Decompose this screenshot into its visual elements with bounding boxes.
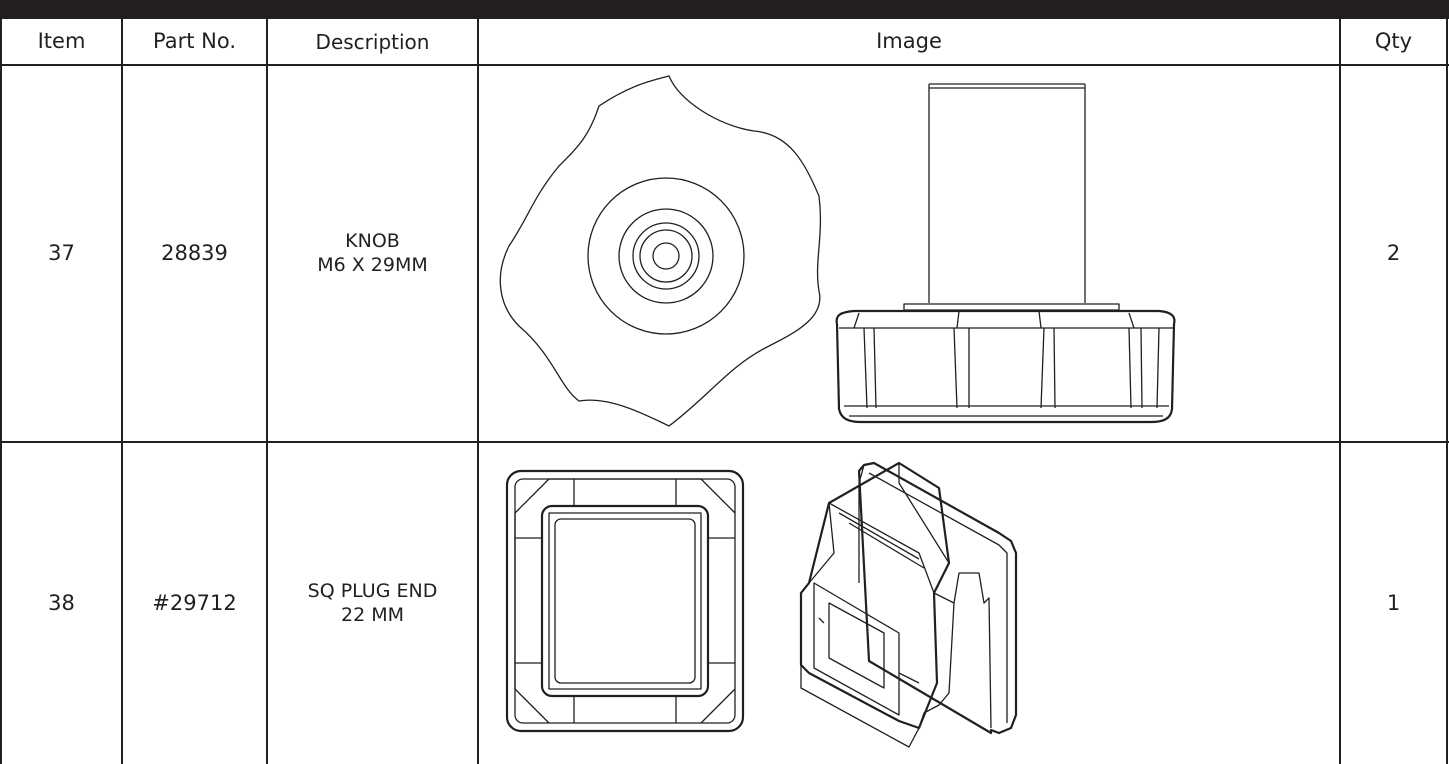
column-divider xyxy=(1339,19,1341,764)
row-divider xyxy=(0,441,1449,443)
header-item: Item xyxy=(37,28,86,53)
quantity: 1 xyxy=(1386,590,1401,615)
parts-table: Item Part No. Description Image Qty 37 2… xyxy=(0,19,1449,764)
column-divider xyxy=(121,19,123,764)
header-image: Image xyxy=(876,28,942,53)
column-divider xyxy=(266,19,268,764)
part-number: 28839 xyxy=(161,240,228,265)
description-line: 22 MM xyxy=(340,603,404,626)
header-description: Description xyxy=(315,29,430,54)
description-line: M6 X 29MM xyxy=(317,253,428,276)
table-border-left xyxy=(0,19,2,764)
item-number: 37 xyxy=(48,240,75,265)
description: SQ PLUG END 22 MM xyxy=(268,443,477,764)
knob-drawing-icon xyxy=(499,75,1176,427)
part-number: #29712 xyxy=(152,590,237,615)
description-line: SQ PLUG END xyxy=(307,579,438,602)
header-qty: Qty xyxy=(1374,28,1413,53)
description: KNOB M6 X 29MM xyxy=(268,66,477,441)
square-plug-drawing-icon xyxy=(505,461,1018,748)
quantity: 2 xyxy=(1386,240,1401,265)
header-part-no: Part No. xyxy=(153,28,236,53)
header-bar xyxy=(0,0,1449,19)
column-divider xyxy=(477,19,479,764)
table-border-right xyxy=(1446,19,1448,764)
description-line: KNOB xyxy=(345,229,400,252)
header-divider xyxy=(0,64,1449,66)
item-number: 38 xyxy=(48,590,75,615)
